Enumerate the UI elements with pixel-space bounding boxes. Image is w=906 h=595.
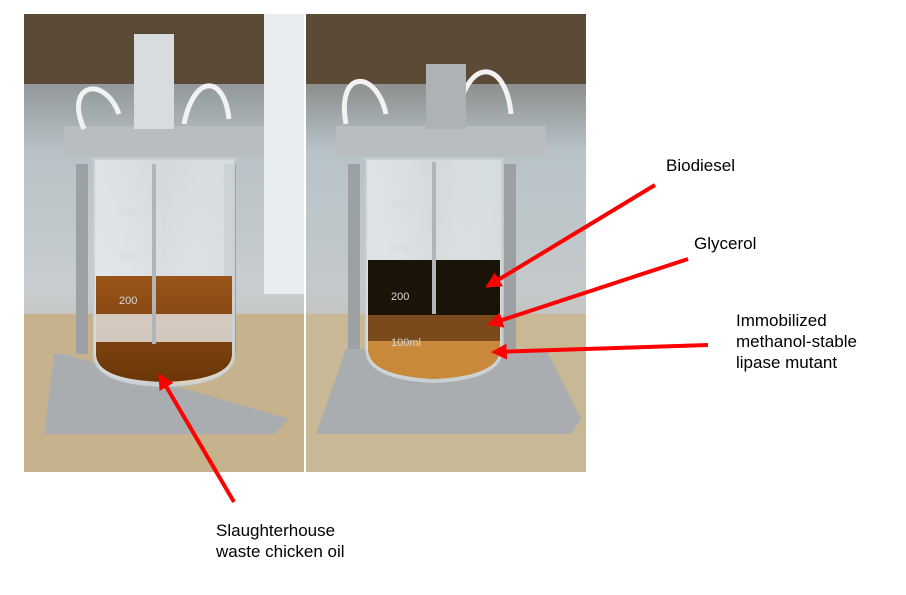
enzyme-layer (368, 341, 500, 379)
stand-post-right (504, 164, 516, 349)
graduation-400: 400 (391, 199, 409, 211)
arrow-slaughterhouse-oil (158, 373, 236, 504)
graduation-200: 200 (391, 291, 409, 303)
label-glycerol: Glycerol (694, 234, 757, 253)
equipment-panel (264, 14, 304, 294)
arrow-immobilized-lipase (490, 343, 709, 360)
label-immobilized-lipase: Immobilized methanol-stable lipase mutan… (736, 311, 857, 372)
arrow-glycerol (486, 257, 689, 328)
tubing (181, 83, 232, 125)
graduation-300: 300 (119, 251, 137, 263)
clamp-band (96, 314, 232, 342)
left-reactor-photo: 400 300 200 (24, 14, 304, 472)
label-biodiesel: Biodiesel (666, 156, 735, 175)
arrow-biodiesel (485, 183, 657, 288)
stirrer-motor (134, 34, 174, 129)
motor-coupling (426, 64, 466, 129)
tubing (76, 86, 122, 131)
reactor-lid (336, 126, 546, 156)
graduation-400: 400 (119, 207, 137, 219)
glycerol-layer (368, 315, 500, 341)
stand-post-left (76, 164, 88, 354)
graduation-200: 200 (119, 295, 137, 307)
tubing (341, 79, 389, 125)
label-slaughterhouse-oil: Slaughterhouse waste chicken oil (216, 521, 345, 561)
right-reactor-photo: 400 300 200 100ml (306, 14, 586, 472)
stand-post-left (348, 164, 360, 349)
graduation-300: 300 (391, 243, 409, 255)
reactor-lid (64, 126, 264, 156)
graduation-100ml: 100ml (391, 337, 421, 349)
